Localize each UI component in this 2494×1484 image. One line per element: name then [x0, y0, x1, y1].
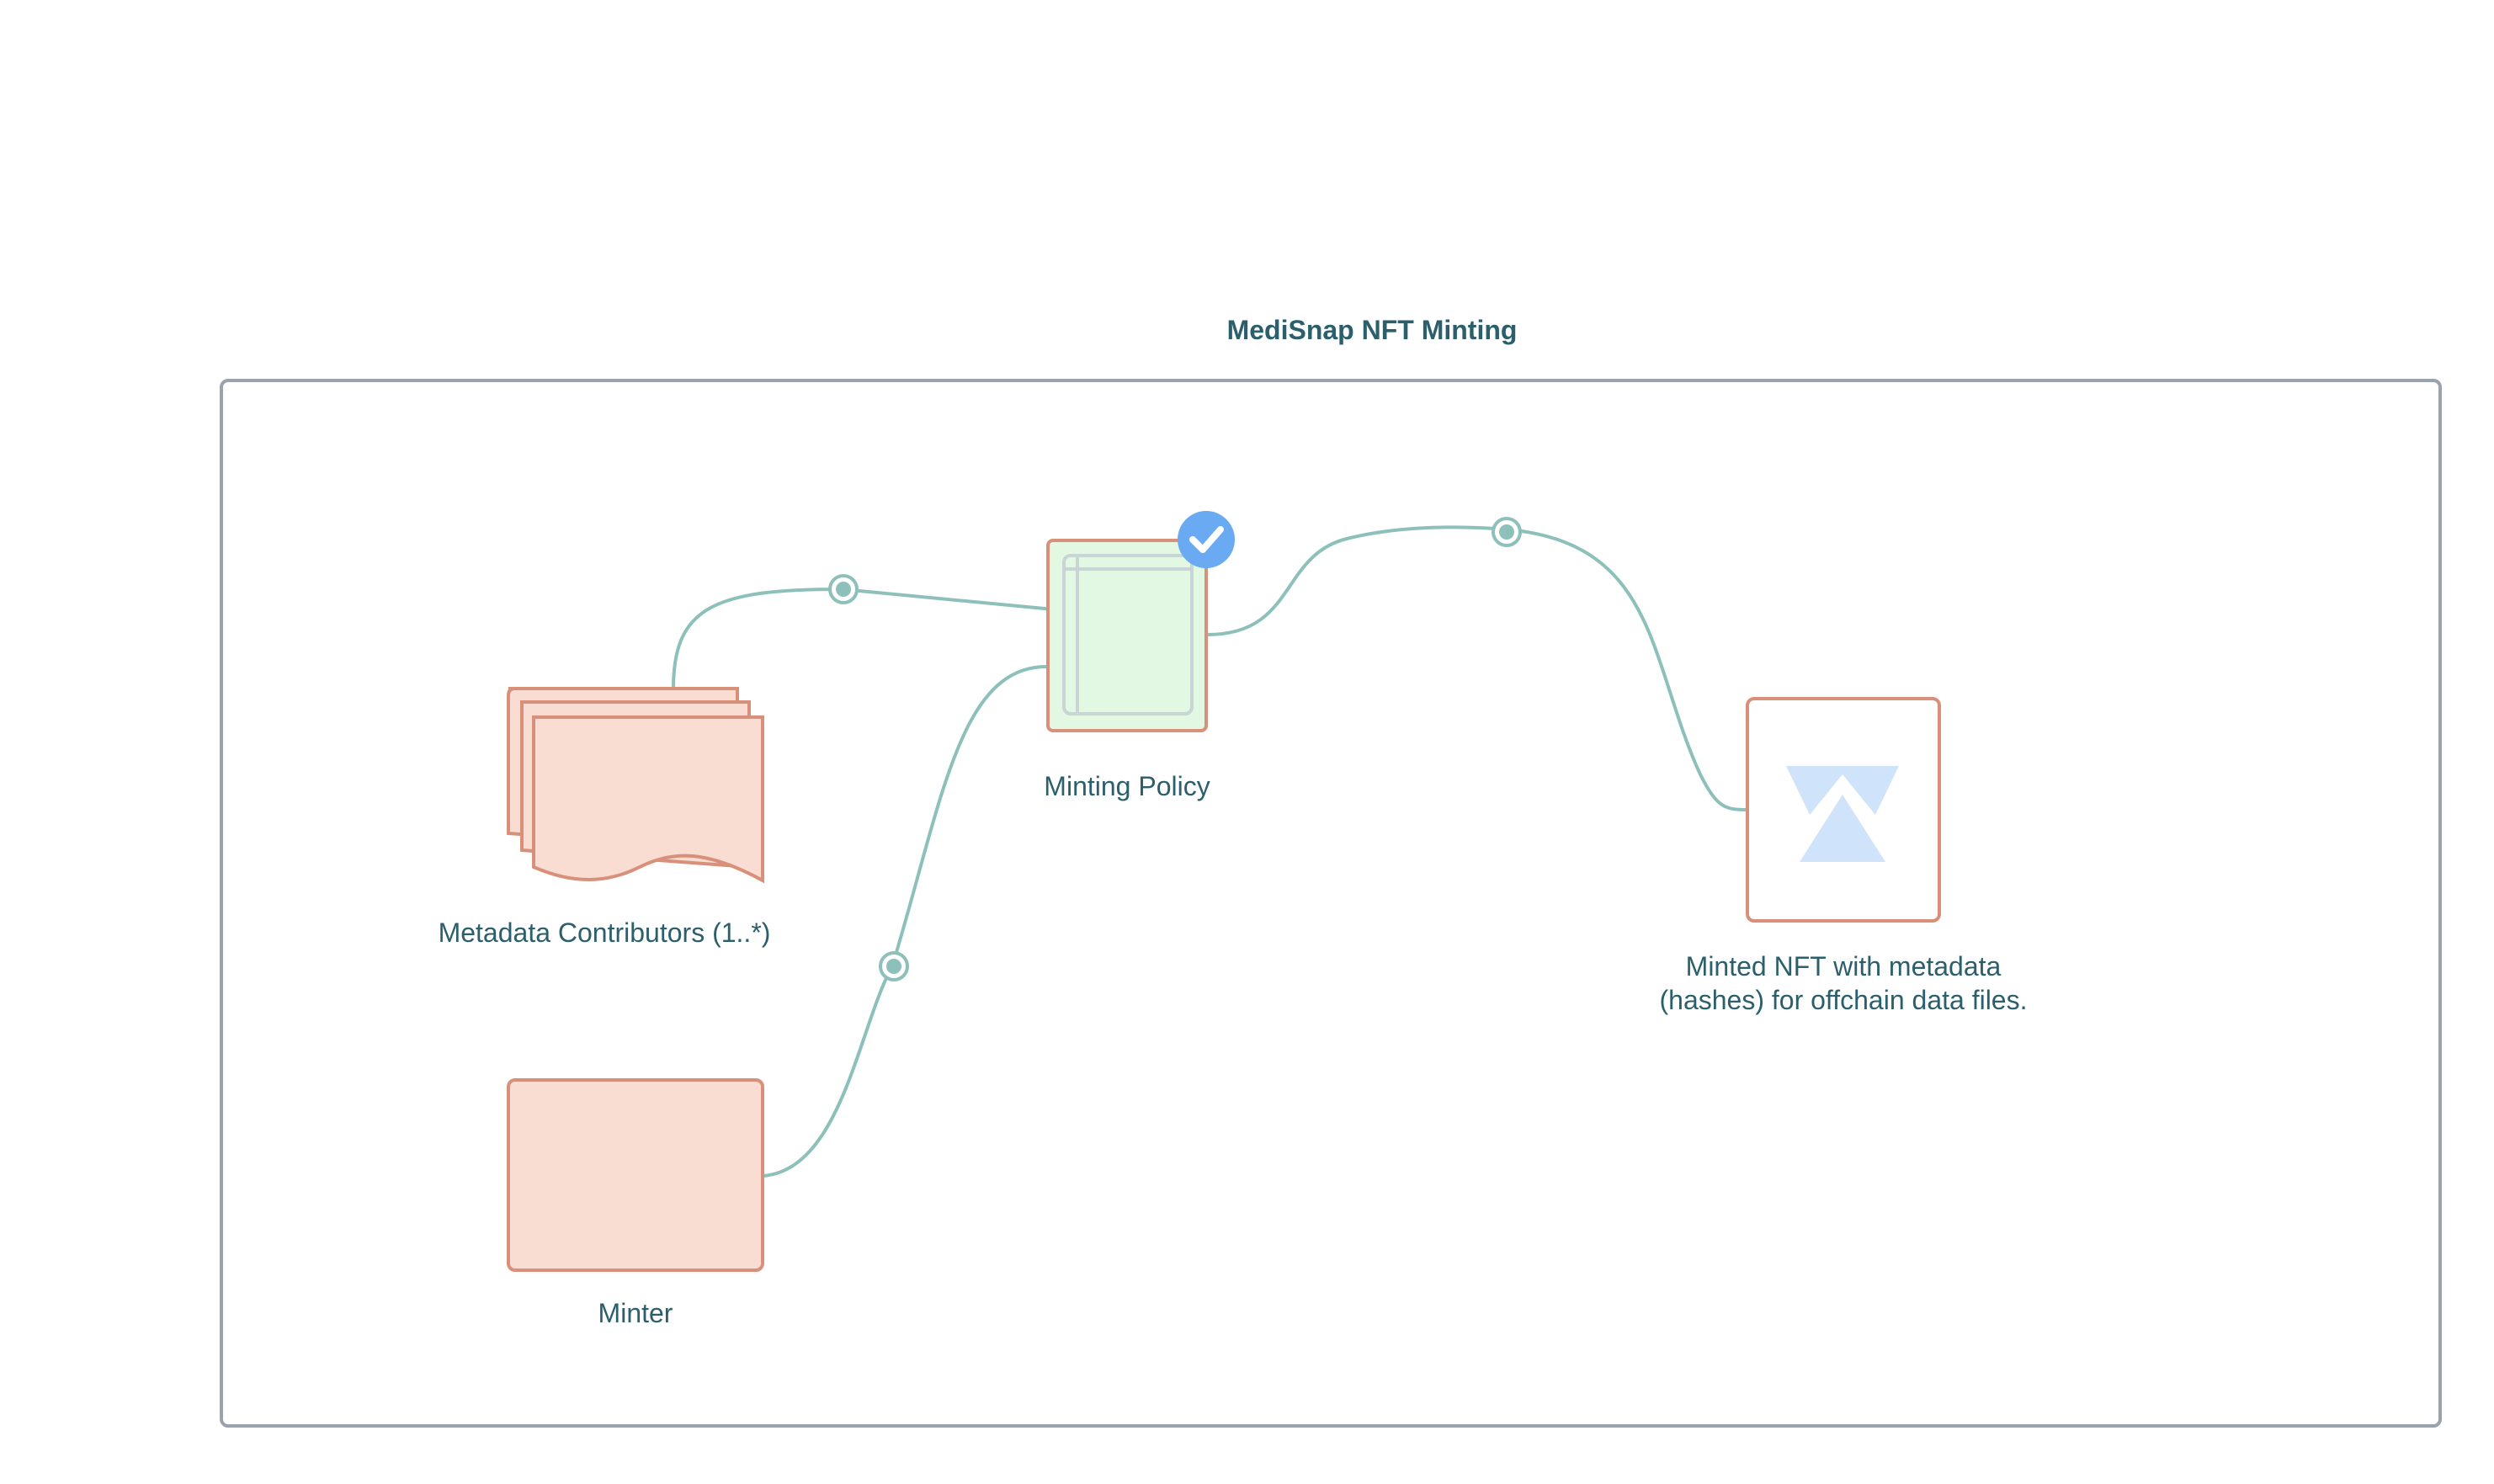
token-logo-icon [1786, 766, 1899, 862]
edge-waypoint[interactable] [828, 574, 859, 604]
node-label-minter: Minter [598, 1298, 673, 1328]
edge-contributors-to-policy [672, 587, 1063, 689]
edge-waypoint[interactable] [1492, 517, 1522, 547]
edge-waypoint[interactable] [879, 951, 909, 981]
group-frame [220, 379, 2442, 1428]
node-label-metadata-contributors: Metadata Contributors (1..*) [438, 918, 771, 948]
diagram-title: MediSnap NFT Minting [1226, 315, 1518, 345]
node-minter[interactable] [507, 1078, 764, 1272]
edge-policy-to-nft [1206, 525, 1748, 811]
node-label-minting-policy: Minting Policy [1044, 771, 1210, 801]
checkmark-badge-icon [1178, 511, 1235, 568]
node-label-minted-nft: Minted NFT with metadata (hashes) for of… [1659, 951, 2028, 1015]
node-minting-policy[interactable] [1046, 539, 1208, 732]
node-metadata-contributors[interactable] [507, 687, 764, 884]
